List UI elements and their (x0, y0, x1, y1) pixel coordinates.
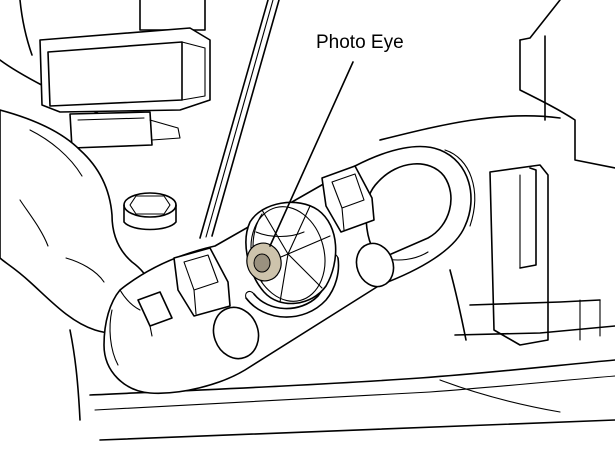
bolt-head (123, 192, 177, 231)
frame-rails (199, 0, 280, 239)
photo-eye-lens (246, 242, 282, 282)
right-structure (379, 0, 615, 346)
hand (0, 109, 154, 421)
photo-eye-label: Photo Eye (316, 32, 404, 53)
callout-leader-line (269, 61, 354, 247)
upper-housing (0, 0, 211, 149)
